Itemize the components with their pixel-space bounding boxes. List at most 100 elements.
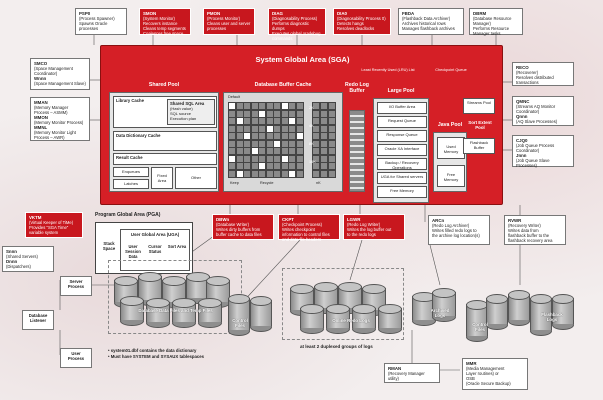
nk-buffer-grid: [312, 102, 340, 178]
rman-box: RMAN (Recovery Manager utility): [384, 363, 440, 383]
storage-cylinder: [352, 304, 376, 334]
large-pool-free-memory: Free Memory: [377, 186, 427, 198]
control-files-label: Control Files: [232, 318, 248, 328]
sort-area: Sort Area: [167, 244, 187, 249]
recycle-pool-label: Recycle: [260, 181, 274, 185]
storage-cylinder: [198, 298, 222, 328]
pga-box: Stack Space User Global Area (UGA) User …: [95, 222, 193, 274]
data-dictionary-cache: Data Dictionary Cache: [113, 131, 217, 151]
storage-cylinder: [172, 298, 196, 328]
storage-cylinder: [250, 296, 272, 332]
large-pool: I/O Buffer Area Request Queue Response Q…: [373, 98, 429, 203]
lgwr-box: LGWR (Redo Log Writer)Writes the log buf…: [343, 214, 405, 240]
storage-cylinder: [326, 304, 350, 334]
storage-cylinder: [432, 288, 456, 322]
online-redo-logs-label: Online Redo Logs: [332, 318, 370, 323]
database-listener: Database Listener: [22, 310, 54, 330]
flashback-logs-label: Flashback Logs: [541, 312, 563, 322]
nk-buffer-block: [320, 169, 328, 178]
storage-cylinder: [486, 294, 508, 330]
dia0-box: DIA0 (Diagnosability Process 0)Detects h…: [333, 8, 391, 35]
archived-logs-label: Archived Logs: [430, 308, 450, 318]
arcn-box: ARCn (Redo Log Archiver)Writes filled re…: [428, 215, 490, 245]
buffer-cache-label: Database Buffer Cache: [254, 82, 312, 88]
pmon-box: PMON (Process Monitor)Cleans user and se…: [203, 8, 255, 35]
checkpoint-queue-label: Checkpoint Queue: [435, 68, 467, 72]
redo-log-buffer: [349, 110, 365, 192]
pga-title: Program Global Area (PGA): [95, 212, 161, 218]
uga-box: User Global Area (UGA) User Session Data…: [120, 229, 190, 271]
block-size-16k: 16K: [309, 160, 316, 164]
buffer-grid: [228, 102, 308, 178]
fbda-box: FBDA (Flashback Data Archiver)Archives h…: [398, 8, 464, 35]
tablespace-notes: • system01.dbf contains the data diction…: [108, 348, 205, 359]
block-size-2k: 2K: [309, 106, 314, 110]
uga-shared-servers: UGA for Shared servers: [377, 172, 427, 184]
sort-extent-pool: Sort Extent Pool: [468, 120, 492, 130]
nk-buffer-block: [328, 169, 336, 178]
note-system01: system01.dbf contains the data dictionar…: [110, 348, 197, 353]
storage-cylinder: [466, 300, 488, 342]
storage-cylinder: [530, 294, 552, 336]
redo-note: at least 2 duplexed groups of logs: [300, 344, 373, 349]
storage-cylinder: [228, 294, 250, 336]
sga-container: System Global Area (SGA) Least Recently …: [100, 45, 503, 205]
stack-space: Stack Space: [102, 241, 116, 251]
storage-cylinder: [146, 298, 170, 328]
io-buffer-area: I/O Buffer Area: [377, 102, 427, 114]
note-tablespaces: Must have SYSTEM and SYSAUX tablespaces: [110, 353, 205, 359]
psp0-box: PSP0 (Process Spawner)Spawns Oracle proc…: [75, 8, 127, 35]
user-session-data: User Session Data: [125, 244, 141, 259]
user-process: User Process: [60, 348, 92, 368]
diag-box: DIAG (Diagnosability Process)Performs di…: [268, 8, 326, 41]
backup-recovery-ops: Backup / Recovery Operations: [377, 158, 427, 170]
redo-group: [282, 268, 404, 340]
other-area: Other: [175, 167, 217, 189]
streams-pool: Streams Pool: [463, 98, 495, 114]
latches: Latches: [113, 179, 149, 189]
java-pool: Used Memory Free Memory: [433, 132, 467, 192]
cursor-status: Cursor Status: [148, 244, 162, 254]
shared-pool: Library Cache Shared SQL Area (Hash valu…: [109, 92, 219, 192]
request-queue: Request Queue: [377, 116, 427, 128]
large-pool-label: Large Pool: [387, 88, 415, 94]
shared-pool-label: Shared Pool: [148, 82, 180, 88]
fixed-area: Fixed Area: [151, 167, 173, 189]
storage-cylinder: [300, 304, 324, 334]
buffer-block: [295, 169, 304, 178]
response-queue: Response Queue: [377, 130, 427, 142]
oracle-xa-interface: Oracle XA Interface: [377, 144, 427, 156]
ckpt-box: CKPT (Checkpoint Process)Writes checkpoi…: [278, 214, 340, 242]
lru-list-label: Least Recently Used (LRU) List: [361, 68, 415, 72]
storage-cylinder: [552, 294, 574, 330]
control-files-label-2: Control Files: [472, 322, 488, 332]
enqueues: Enqueues: [113, 167, 149, 177]
storage-cylinder: [378, 304, 402, 334]
result-cache: Result Cache: [113, 153, 217, 165]
default-pool-label: Default: [228, 95, 241, 99]
storage-cylinder: [120, 296, 144, 326]
block-size-8k: 8K: [309, 142, 314, 146]
uga-title: User Global Area (UGA): [130, 232, 180, 237]
sga-title: System Global Area (SGA): [255, 55, 350, 64]
vktm-box: VKTM (Virtual Keeper of TiMe)Provides "S…: [25, 212, 83, 238]
server-process: Server Process: [60, 276, 92, 296]
nk-pool-label: nK: [316, 181, 321, 185]
redo-log-buffer-label: Redo Log Buffer: [345, 82, 369, 94]
java-pool-label: Java Pool: [437, 122, 463, 128]
flashback-buffer: Flashback Buffer: [463, 138, 495, 154]
java-free-memory: Free Memory: [437, 165, 465, 187]
database-buffer-cache: Default Keep Recycle nK: [223, 92, 343, 192]
keep-pool-label: Keep: [230, 181, 239, 185]
nk-buffer-block: [312, 169, 320, 178]
data-files-label: Database Data Files and Temp Files: [138, 308, 213, 313]
block-size-4k: 4K: [309, 124, 314, 128]
